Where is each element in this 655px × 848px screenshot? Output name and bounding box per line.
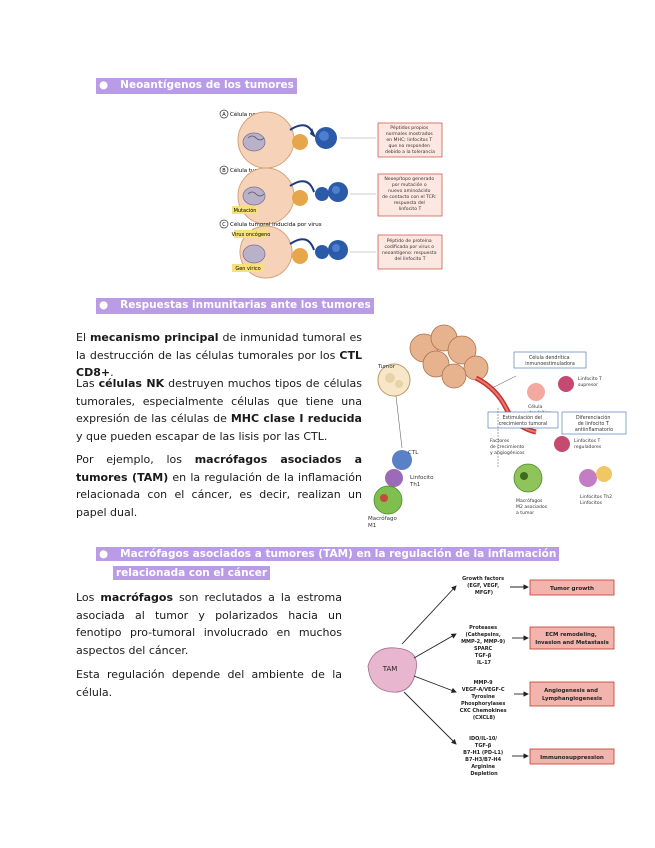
tam-cell: TAM (367, 647, 417, 693)
tumor-label: Tumor (377, 364, 396, 370)
section-header-neoantigens: ● Neoantígenos de los tumores (96, 78, 297, 94)
tam-diagram: TAM Growth factors (EGF, VEGF, MFGF) Tum… (367, 576, 615, 777)
factors-proteases: Proteases (Cathepsins, MMP-2, MMP-9) SPA… (461, 625, 507, 666)
differentiation-box: Diferenciación de linfocito T antiinflam… (575, 414, 613, 433)
panel-label: Célula tumoral inducida por virus (230, 221, 322, 228)
section-header-tam: ●Macrófagos asociados a tumores (TAM) en… (96, 545, 579, 583)
outcome-tumor-growth: Tumor growth (550, 586, 594, 592)
paragraph-regulation: Esta regulación depende del ambiente de … (76, 668, 342, 699)
section-header-immune-responses: ● Respuestas inmunitarias ante los tumore… (96, 298, 374, 314)
th2-label: Linfocitos Th2 Linfocitos (580, 494, 614, 506)
m2-label: Macrófagos M2 asociados a tumor (516, 497, 549, 516)
panel-tumor-cell: B Célula tumoral Mutación Neoepítopo gen… (219, 165, 443, 225)
ctl-label: CTL (408, 450, 419, 456)
factors-growth: Growth factors (EGF, VEGF, MFGF) (462, 576, 506, 596)
panel-box-text: Péptidos propios normales mostrados en M… (385, 124, 435, 155)
panel-sublabel: Gen vírico (235, 265, 260, 272)
neoantigens-figure: A Célula normal Péptidos propios normale… (219, 109, 443, 279)
immune-response-figure: Tumor CTL Linfocito Th1 Macrófago M1 Cél… (368, 324, 627, 529)
outcome-immunosuppression: Immunosuppression (540, 755, 604, 761)
section-title: Neoantígenos de los tumores (120, 79, 294, 91)
bullet: ● (99, 79, 109, 91)
panel-box-text: Péptido de proteína codificada por virus… (382, 237, 438, 262)
factors-immunosuppression: IDO/IL-10/ TGF-β B7-H1 (PD-L1) B7-H3/B7-… (463, 736, 505, 777)
virus-label: Virus oncógeno (232, 231, 271, 238)
tam-label: TAM (382, 665, 398, 673)
growth-factors-label: Factores de crecimiento y angiogénicos (490, 438, 526, 456)
th1-label: Linfocito Th1 (409, 475, 435, 488)
m1-label: Macrófago M1 (368, 515, 399, 529)
outcome-angiogenesis: Angiogenesis and Lymphangiogenesis (542, 688, 602, 702)
panel-box-text: Neoepítopo generado por mutación o nuevo… (382, 175, 438, 212)
paragraph-nk-cells: Las células NK destruyen muchos tipos de… (76, 377, 362, 443)
panel-sublabel: Mutación (234, 207, 257, 214)
bullet: ● (99, 548, 109, 560)
factors-angiogenesis: MMP-9 VEGF-A/VEGF-C Tyrosine Phosphoryla… (460, 680, 509, 721)
bullet: ● (99, 299, 109, 311)
panel-label: Célula normal (230, 111, 269, 118)
paragraph-tam: Por ejemplo, los macrófagos asociados a … (76, 453, 362, 519)
treg-suppressor-label: Linfocito T supresor (578, 376, 603, 388)
section-title: Respuestas inmunitarias ante los tumores (120, 299, 371, 311)
paragraph-mechanism: El mecanismo principal de inmunidad tumo… (76, 331, 362, 379)
panel-letter: C (222, 222, 226, 228)
section-title-line2: relacionada con el cáncer (113, 566, 271, 580)
panel-normal-cell: A Célula normal Péptidos propios normale… (219, 109, 443, 169)
panel-label: Célula tumoral (230, 167, 271, 174)
section-title-line1: ●Macrófagos asociados a tumores (TAM) en… (96, 547, 560, 561)
panel-letter: A (222, 112, 226, 118)
treg-label: Linfocitos T reguladores (574, 438, 602, 450)
paragraph-macrophages: Los macrófagos son reclutados a la estro… (76, 591, 342, 657)
tumor-mass (409, 324, 537, 435)
dendritic-cell-box: Célula dendrítica inmunoestimuladora (525, 354, 575, 367)
outcome-ecm: ECM remodeling, Invasion and Metastasis (535, 632, 609, 646)
tumor-growth-box: Estimulación del crecimiento tumoral (499, 414, 548, 427)
panel-letter: B (222, 168, 226, 174)
panel-virus-tumor-cell: C Célula tumoral inducida por virus Viru… (219, 219, 443, 279)
